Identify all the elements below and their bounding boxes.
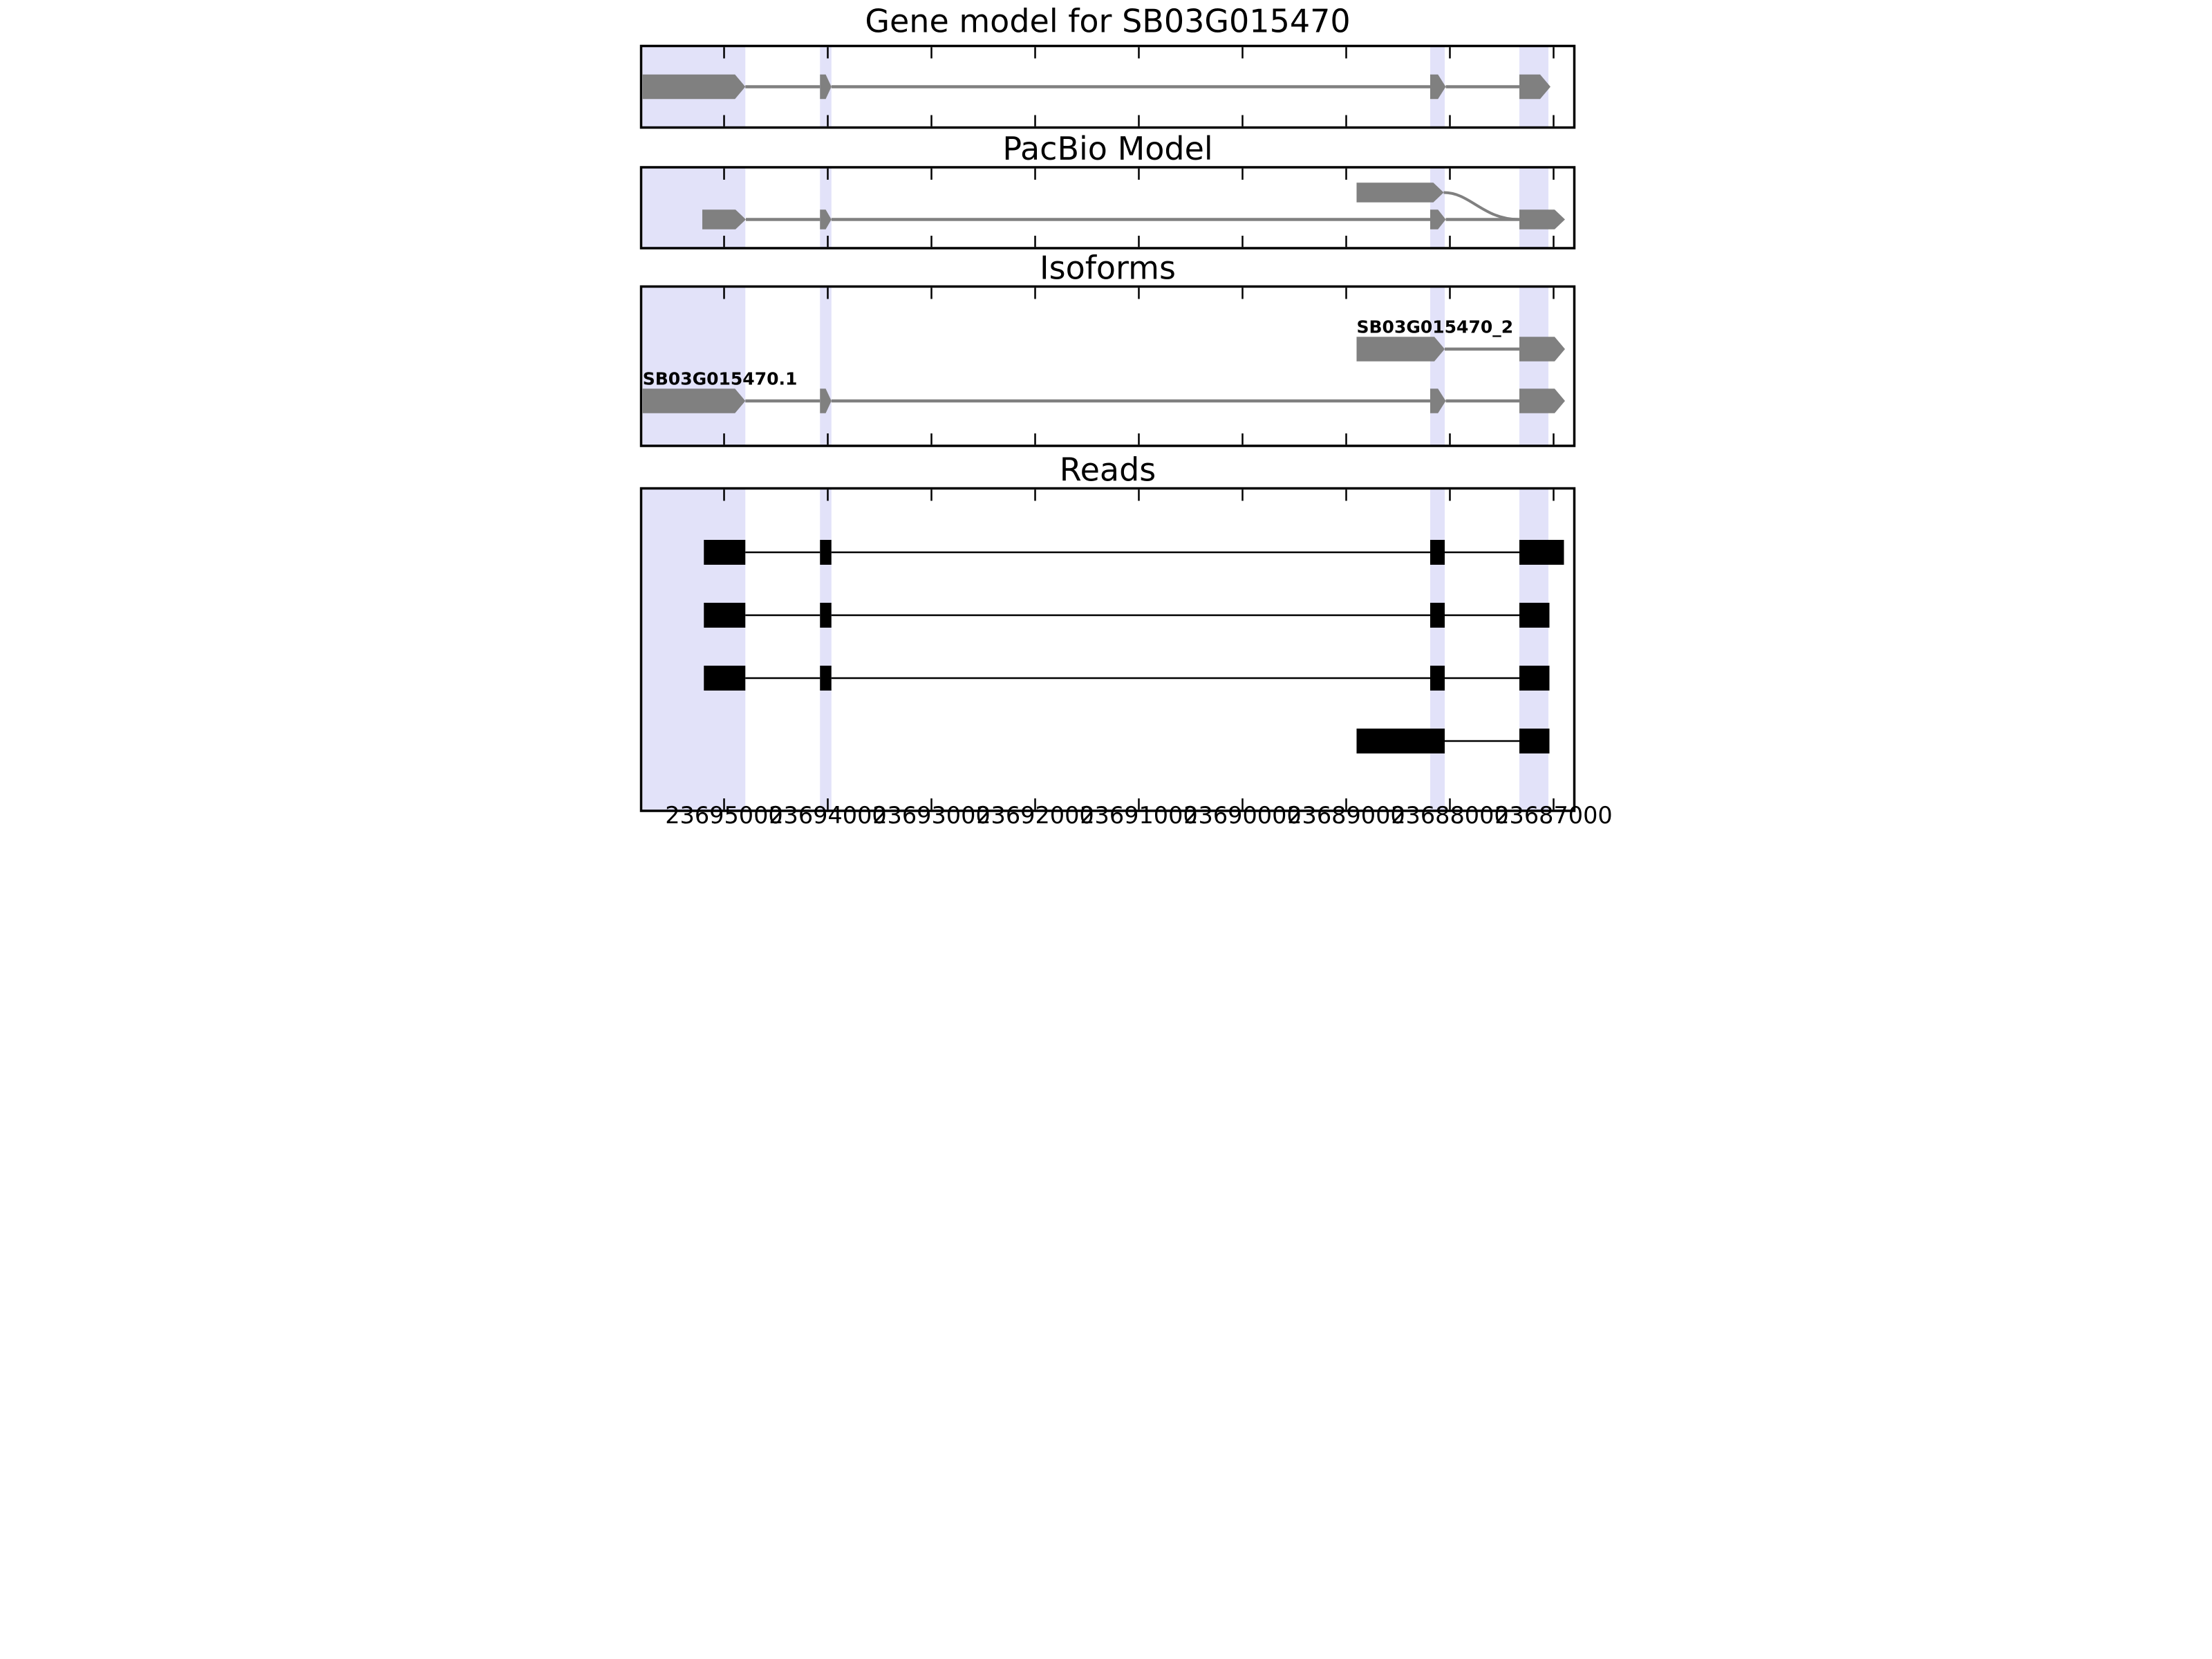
exon-arrow [820, 209, 832, 229]
panel-title: Reads [1060, 451, 1156, 489]
highlight-band [1430, 488, 1445, 811]
highlight-band [642, 167, 746, 248]
read-exon [1356, 729, 1445, 753]
panel-border [639, 487, 1576, 812]
exon-arrow [1519, 74, 1550, 100]
highlight-band [820, 167, 832, 248]
panel-border [639, 285, 1576, 447]
axis-tick-label: 23691000 [1080, 802, 1198, 829]
panel-border [639, 166, 1576, 250]
exon-arrow [820, 388, 832, 413]
axis-tick-label: 23694000 [769, 802, 887, 829]
highlight-band [1430, 286, 1445, 446]
read-exon [1519, 666, 1550, 691]
exon-arrow [1356, 182, 1444, 203]
read-exon [704, 603, 746, 628]
read-exon [820, 666, 832, 691]
highlight-band [820, 488, 832, 811]
junction-curve [1443, 191, 1520, 221]
exon-arrow [702, 209, 746, 229]
axis-tick-label: 23689000 [1287, 802, 1405, 829]
exon-arrow [1356, 337, 1445, 362]
axis-tick-label: 23693000 [872, 802, 991, 829]
isoform-label: SB03G015470.1 [643, 368, 798, 388]
read-exon [1519, 729, 1550, 753]
highlight-band [820, 286, 832, 446]
axis-tick-label: 23688000 [1391, 802, 1509, 829]
highlight-band [1519, 488, 1548, 811]
isoform-label: SB03G015470_2 [1357, 317, 1514, 337]
read-exon [1430, 540, 1445, 565]
exon-arrow [1430, 388, 1446, 413]
exon-arrow [1519, 209, 1565, 229]
panel-title: Isoforms [1040, 250, 1176, 287]
read-exon [704, 540, 746, 565]
read-exon [820, 540, 832, 565]
read-exon [1519, 603, 1550, 628]
exon-arrow [1430, 209, 1446, 229]
read-exon [704, 666, 746, 691]
read-exon [820, 603, 832, 628]
panel-title: PacBio Model [1002, 130, 1212, 167]
exon-arrow [820, 74, 832, 100]
axis-tick-label: 23692000 [976, 802, 1094, 829]
read-exon [1430, 603, 1445, 628]
read-exon [1519, 540, 1564, 565]
highlight-band [642, 488, 746, 811]
highlight-band [642, 286, 746, 446]
exon-arrow [642, 74, 746, 100]
exon-arrow [642, 388, 746, 413]
axis-tick-label: 23695000 [665, 802, 783, 829]
highlight-band [1519, 167, 1548, 248]
exon-arrow [1430, 74, 1446, 100]
highlight-band [1430, 167, 1445, 248]
highlight-band [1519, 286, 1548, 446]
panel-title: Gene model for SB03G015470 [865, 3, 1350, 40]
axis-tick-label: 23690000 [1183, 802, 1302, 829]
exon-arrow [1519, 388, 1565, 413]
panel-border [639, 44, 1576, 129]
exon-arrow [1519, 337, 1565, 362]
read-exon [1430, 666, 1445, 691]
axis-tick-label: 23687000 [1494, 802, 1613, 829]
